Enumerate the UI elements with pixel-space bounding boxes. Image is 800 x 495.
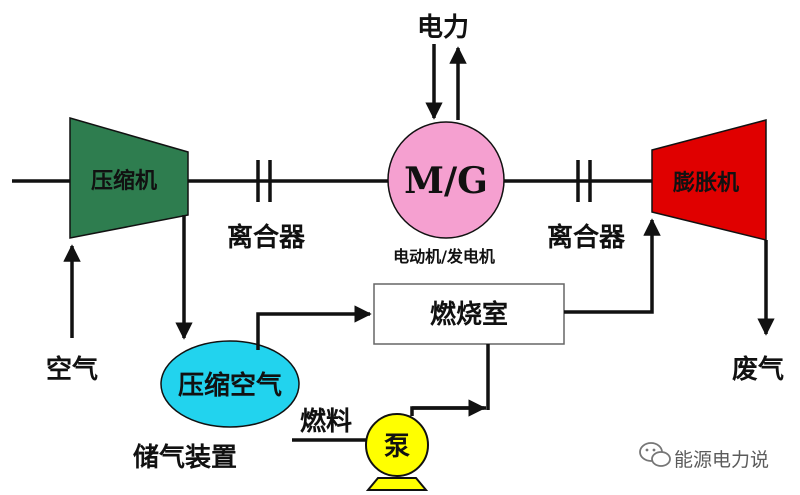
motor-generator-caption: 电动机/发电机 [393, 247, 495, 266]
pump-shape [365, 413, 429, 477]
motor-generator-label: M/G [404, 160, 488, 202]
combustor-to-expander-arrow [564, 218, 661, 314]
storage-shape [160, 340, 300, 428]
power-label: 电力 [417, 13, 469, 43]
wechat-icon [639, 442, 671, 467]
motor-generator-shape [387, 121, 505, 239]
combustor-label: 燃烧室 [430, 299, 508, 330]
clutch-right-symbol [576, 160, 592, 202]
clutch-left-symbol [256, 160, 272, 202]
air-label: 空气 [46, 354, 98, 385]
storage-label: 压缩空气 [178, 370, 282, 401]
fuel-label: 燃料 [300, 407, 352, 437]
clutch-left-label: 离合器 [227, 222, 306, 253]
compressor-shape [69, 117, 189, 239]
pump-label: 泵 [384, 432, 410, 462]
compressor-label: 压缩机 [91, 168, 157, 194]
combustor-shape [373, 283, 565, 345]
watermark-text: 能源电力说 [674, 449, 769, 471]
expander-label: 膨胀机 [672, 171, 739, 196]
watermark: 能源电力说 [639, 442, 769, 471]
clutch-right-label: 离合器 [547, 222, 626, 253]
storage-to-combustor-arrow [256, 305, 372, 350]
storage-caption: 储气装置 [133, 442, 237, 473]
pump-base [365, 477, 429, 491]
exhaust-label: 废气 [732, 354, 784, 385]
